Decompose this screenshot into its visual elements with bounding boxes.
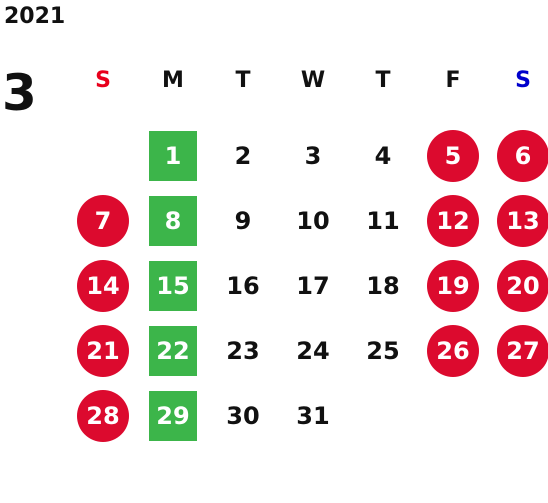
day-20: 20 <box>497 259 548 312</box>
month-number: 3 <box>2 64 37 122</box>
day-23: 23 <box>226 336 260 365</box>
calendar-cell: 18 <box>348 253 418 318</box>
calendar-cell: 14 <box>68 253 138 318</box>
day-6: 6 <box>497 129 548 182</box>
calendar-cell: 21 <box>68 318 138 383</box>
day-7: 7 <box>77 194 129 247</box>
calendar-cell: 31 <box>278 383 348 448</box>
calendar-cell: 11 <box>348 188 418 253</box>
calendar-cell: 6 <box>488 123 548 188</box>
day-28: 28 <box>77 389 129 442</box>
calendar-cell: 24 <box>278 318 348 383</box>
day-12: 12 <box>427 194 479 247</box>
day-31: 31 <box>296 401 330 430</box>
year-label: 2021 <box>4 4 66 29</box>
day-17: 17 <box>296 271 330 300</box>
calendar-cell: 20 <box>488 253 548 318</box>
calendar-cell: 19 <box>418 253 488 318</box>
day-26: 26 <box>427 324 479 377</box>
calendar-cell: 13 <box>488 188 548 253</box>
day-5: 5 <box>427 129 479 182</box>
calendar-cell: 7 <box>68 188 138 253</box>
weekday-header-6: S <box>515 68 531 93</box>
day-13: 13 <box>497 194 548 247</box>
calendar-cell: 23 <box>208 318 278 383</box>
day-11: 11 <box>366 206 400 235</box>
calendar-cell: 17 <box>278 253 348 318</box>
day-27: 27 <box>497 324 548 377</box>
calendar-cell <box>418 383 488 448</box>
day-25: 25 <box>366 336 400 365</box>
day-10: 10 <box>296 206 330 235</box>
calendar-cell: 9 <box>208 188 278 253</box>
day-8: 8 <box>149 195 197 246</box>
weekday-header-3: W <box>300 68 326 93</box>
calendar-cell <box>68 123 138 188</box>
day-22: 22 <box>149 325 197 376</box>
calendar-cell: 10 <box>278 188 348 253</box>
day-21: 21 <box>77 324 129 377</box>
weekday-header-4: T <box>375 68 391 93</box>
calendar-cell: 12 <box>418 188 488 253</box>
calendar-cell: 22 <box>138 318 208 383</box>
day-1: 1 <box>149 130 197 181</box>
day-24: 24 <box>296 336 330 365</box>
day-29: 29 <box>149 390 197 441</box>
day-14: 14 <box>77 259 129 312</box>
calendar-cell: 25 <box>348 318 418 383</box>
calendar-cell <box>488 383 548 448</box>
calendar-cell: 4 <box>348 123 418 188</box>
day-9: 9 <box>234 206 252 235</box>
calendar-cell: 5 <box>418 123 488 188</box>
day-18: 18 <box>366 271 400 300</box>
calendar-cell: 27 <box>488 318 548 383</box>
day-30: 30 <box>226 401 260 430</box>
calendar-cell: 16 <box>208 253 278 318</box>
day-4: 4 <box>374 141 392 170</box>
day-15: 15 <box>149 260 197 311</box>
day-2: 2 <box>234 141 252 170</box>
calendar-cell: 1 <box>138 123 208 188</box>
calendar-cell <box>348 383 418 448</box>
weekday-header-2: T <box>235 68 251 93</box>
weekday-header-0: S <box>95 68 111 93</box>
calendar-cell: 26 <box>418 318 488 383</box>
calendar-cell: 30 <box>208 383 278 448</box>
day-3: 3 <box>304 141 322 170</box>
calendar-cell: 15 <box>138 253 208 318</box>
weekday-header-5: F <box>445 68 461 93</box>
day-19: 19 <box>427 259 479 312</box>
calendar-cell: 2 <box>208 123 278 188</box>
weekday-header-1: M <box>162 68 184 93</box>
calendar-cell: 28 <box>68 383 138 448</box>
calendar-cell: 3 <box>278 123 348 188</box>
calendar-cell: 29 <box>138 383 208 448</box>
day-16: 16 <box>226 271 260 300</box>
calendar-cell: 8 <box>138 188 208 253</box>
